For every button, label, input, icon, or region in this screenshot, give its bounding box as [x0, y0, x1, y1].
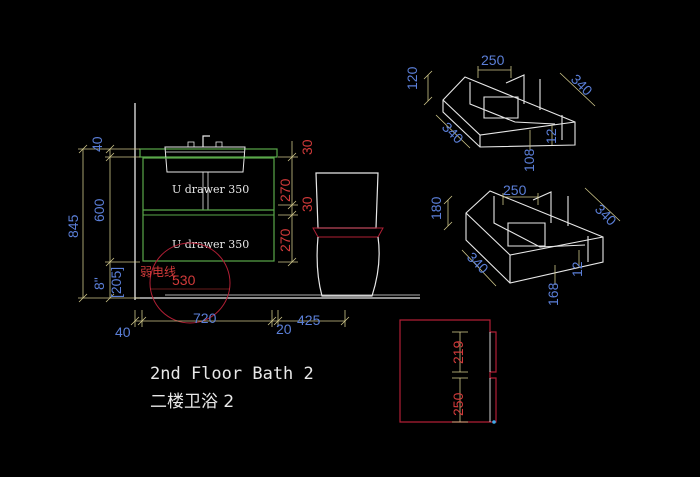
side-view-dim-219: 219 — [450, 340, 466, 364]
tray-upper-cutout — [505, 74, 541, 110]
tray-lower-dim-180: 180 — [428, 196, 444, 220]
tray-lower-cutout — [532, 191, 569, 226]
drawer-tray-lower: 250 180 340 340 12 168 — [428, 182, 621, 306]
dim-720: 720 — [193, 310, 217, 326]
dim-845: 845 — [65, 214, 81, 238]
tray-upper-inner — [469, 82, 556, 125]
tray-lower-top-edge — [465, 212, 604, 256]
dim-20: 20 — [276, 321, 292, 337]
tray-lower-inner — [493, 196, 586, 248]
toilet-seat — [312, 227, 384, 238]
tray-lower-dim-12: 12 — [569, 261, 585, 277]
basin — [164, 146, 246, 173]
elevation-view: U drawer 350 U drawer 350 弱电线 530 40 845 — [65, 103, 420, 340]
tray-lower-dim-340-right: 340 — [592, 201, 620, 229]
bottom-dimension-chain — [130, 310, 350, 327]
tray-upper-dim-12: 12 — [543, 128, 559, 144]
dim-205: [205] — [108, 267, 124, 298]
tray-lower-dim-250: 250 — [503, 182, 527, 198]
dim-30-a: 30 — [299, 139, 315, 155]
tray-upper-dim-108: 108 — [521, 148, 537, 172]
toilet-tank — [315, 172, 379, 229]
tray-upper-dim-340-right: 340 — [568, 71, 596, 99]
dim-40-bottom: 40 — [115, 324, 131, 340]
right-dimension-chain — [278, 141, 298, 267]
faucet-handle-right — [215, 141, 223, 148]
left-dimension-chain — [78, 144, 140, 303]
tray-lower-dim-340-left: 340 — [464, 249, 492, 277]
tray-lower-notch — [507, 222, 546, 247]
tray-lower-dim-168: 168 — [545, 282, 561, 306]
drawer-bottom-label: U drawer 350 — [172, 238, 249, 251]
title-english: 2nd Floor Bath 2 — [150, 364, 314, 384]
dim-40-top: 40 — [89, 136, 105, 152]
dim-8: 8" — [91, 277, 107, 290]
countertop — [139, 148, 278, 158]
tray-lower-outline — [465, 190, 604, 284]
tray-upper-notch — [483, 96, 519, 119]
tray-upper-dim-250: 250 — [481, 52, 505, 68]
drawer-top-label: U drawer 350 — [172, 183, 249, 196]
dim-270-b: 270 — [277, 228, 293, 252]
drawer-tray-upper: 250 120 340 340 12 108 — [404, 52, 596, 172]
dim-425: 425 — [297, 312, 321, 328]
side-view-point — [492, 420, 496, 424]
dim-30-b: 30 — [299, 196, 315, 212]
side-view-dim-250: 250 — [450, 392, 466, 416]
dim-530: 530 — [172, 272, 196, 288]
tray-upper-dim-120: 120 — [404, 66, 420, 90]
dim-600: 600 — [91, 198, 107, 222]
weak-current-zone — [149, 242, 231, 324]
side-view: 219 250 — [399, 319, 497, 424]
weak-current-label: 弱电线 — [140, 265, 176, 279]
toilet-bowl — [316, 236, 380, 297]
tray-upper-outline — [442, 76, 576, 148]
side-view-outline — [399, 319, 497, 423]
faucet-handle-left — [187, 141, 195, 148]
tray-upper-dim-340-left: 340 — [439, 119, 467, 147]
dim-270-a: 270 — [277, 178, 293, 202]
faucet — [202, 135, 210, 147]
title-chinese: 二楼卫浴 2 — [150, 392, 234, 412]
